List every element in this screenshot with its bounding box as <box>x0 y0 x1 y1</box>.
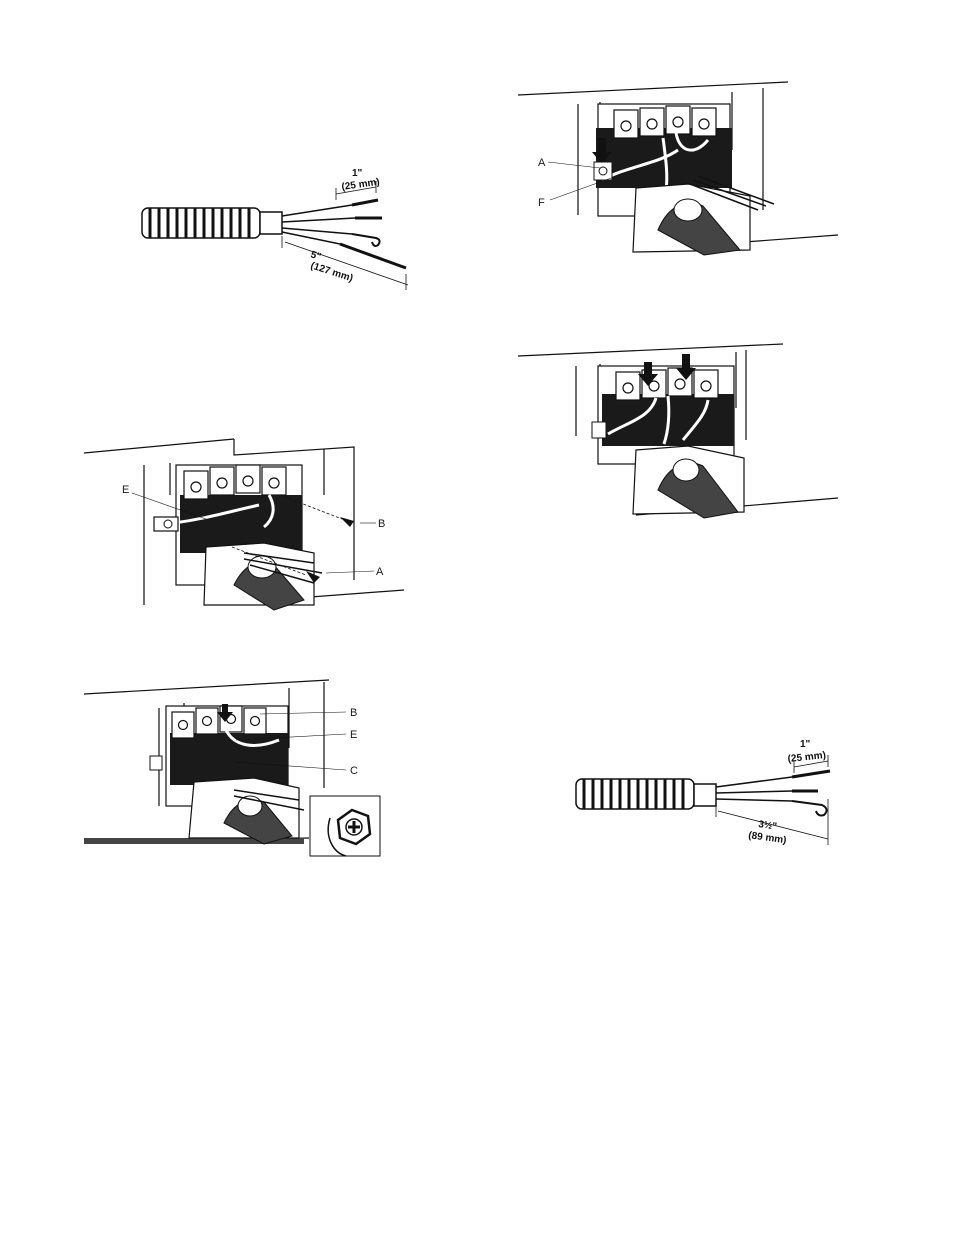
callout-label-c: C <box>350 765 358 777</box>
arrow-center-terminal <box>217 704 233 722</box>
flexible-conduit <box>141 207 283 239</box>
power-cord-conduit <box>203 542 323 611</box>
callouts <box>547 161 629 201</box>
callout-label-f: F <box>538 197 545 209</box>
callout-label-e: E <box>350 729 357 741</box>
arrow-left-terminal <box>638 362 658 386</box>
cable-wires <box>715 769 831 817</box>
callout-label-e: E <box>122 484 129 496</box>
strip-diagram-3half-in: 1" (25 mm) 3½" (89 mm) <box>572 735 842 850</box>
screw-inset <box>309 795 381 857</box>
ground-lug <box>591 421 607 439</box>
dim-long-metric: (89 mm) <box>748 830 788 846</box>
strip-diagram-5in: 1" (25 mm) 5" (127 mm) <box>130 160 430 300</box>
callout-label-a: A <box>376 566 384 578</box>
power-cord-conduit <box>632 445 745 519</box>
terminal-block-ground-diagram: E B A <box>83 435 405 611</box>
dimension-short: 1" (25 mm) <box>787 739 829 773</box>
callouts <box>233 711 347 771</box>
dim-short-text: 1" <box>800 739 811 750</box>
dim-short-text: 1" <box>352 168 363 179</box>
screw-b <box>279 494 354 527</box>
ground-lug <box>149 755 163 771</box>
ground-screw-arrow <box>592 138 613 181</box>
wires <box>607 395 710 445</box>
ground-lug <box>153 516 179 532</box>
dimension-long: 3½" (89 mm) <box>715 799 829 846</box>
callout-label-b: B <box>350 707 357 719</box>
flexible-conduit <box>575 778 717 810</box>
power-cord-conduit <box>632 175 775 256</box>
dim-short-metric: (25 mm) <box>787 750 826 765</box>
dim-long-text: 3½" <box>758 819 778 833</box>
dimension-short: 1" (25 mm) <box>335 168 381 200</box>
screw-a <box>231 546 320 583</box>
arrow-right-terminal <box>676 354 696 380</box>
dim-long-text: 5" <box>309 249 322 263</box>
center-terminal-diagram: B E C <box>83 678 381 857</box>
cable-wires <box>281 198 407 270</box>
panel-shadow <box>84 838 304 844</box>
callouts <box>131 492 376 574</box>
callout-label-a: A <box>538 157 546 169</box>
wires <box>224 729 280 747</box>
dim-short-metric: (25 mm) <box>341 177 381 193</box>
clamp-screw-diagram: A F <box>517 80 839 256</box>
ground-wire <box>173 494 275 529</box>
outer-terminals-diagram <box>517 340 839 519</box>
callout-label-b: B <box>378 518 385 530</box>
power-cord-conduit <box>188 777 305 845</box>
